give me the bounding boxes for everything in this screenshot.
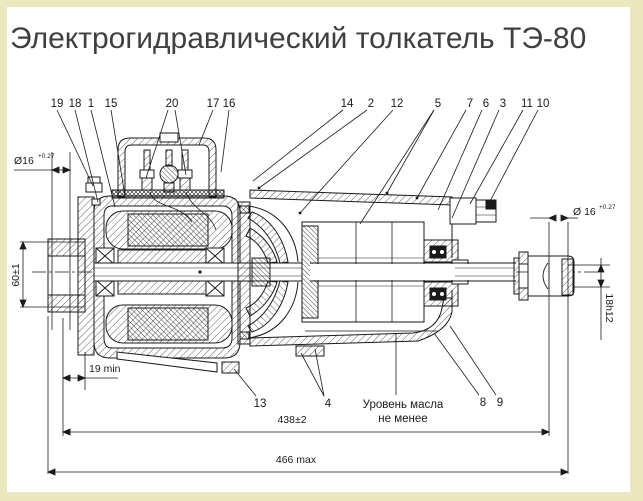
dim-dia-left: Ø16 bbox=[14, 155, 34, 167]
left-clevis bbox=[47, 238, 86, 313]
callout-4: 4 bbox=[325, 398, 332, 410]
motor-shaft bbox=[93, 262, 311, 282]
callout-19: 19 bbox=[51, 98, 64, 110]
page-title: Электрогидравлический толкатель ТЭ-80 bbox=[10, 22, 587, 55]
callout-16: 16 bbox=[223, 98, 236, 110]
callout-8: 8 bbox=[480, 397, 486, 409]
callout-labels: 19 18 1 15 20 17 16 14 2 12 5 7 6 3 11 1… bbox=[51, 98, 550, 410]
callout-14: 14 bbox=[341, 98, 354, 110]
dim-rod-eye-width: 18h12 bbox=[603, 293, 615, 322]
callout-13: 13 bbox=[254, 398, 267, 410]
dim-dia-left-tol: +0.27 bbox=[38, 153, 55, 160]
callout-15: 15 bbox=[105, 98, 118, 110]
oil-tank bbox=[249, 189, 497, 347]
callout-20: 20 bbox=[166, 98, 179, 110]
callout-12: 12 bbox=[391, 98, 404, 110]
callout-2: 2 bbox=[368, 98, 374, 110]
left-mount-plate bbox=[77, 196, 95, 356]
dimension-lines bbox=[14, 152, 610, 476]
rod-clevis bbox=[513, 251, 575, 301]
callout-18: 18 bbox=[69, 98, 82, 110]
callout-10: 10 bbox=[537, 98, 550, 110]
filler-plug bbox=[449, 197, 497, 225]
bearings bbox=[95, 247, 225, 297]
callout-5: 5 bbox=[435, 98, 441, 110]
callout-17: 17 bbox=[207, 98, 220, 110]
oil-level-text-1: Уровень масла bbox=[363, 399, 444, 411]
dim-length-overall: 466 max bbox=[276, 454, 317, 466]
push-rod bbox=[310, 262, 516, 282]
oil-level-text-2: не менее bbox=[378, 413, 427, 425]
impeller-section bbox=[237, 201, 325, 357]
machine-section bbox=[32, 132, 600, 374]
dimension-labels: Ø16 +0.27 60±1 19 min 438±2 466 max Ø 16… bbox=[10, 153, 616, 466]
dim-height-left: 60±1 bbox=[10, 263, 22, 286]
callout-3: 3 bbox=[500, 98, 506, 110]
stator bbox=[105, 210, 233, 344]
dim-length-inner: 438±2 bbox=[277, 414, 306, 426]
oil-level-annotation: Уровень масла не менее bbox=[363, 399, 444, 425]
callout-6: 6 bbox=[483, 98, 489, 110]
callout-11: 11 bbox=[521, 98, 533, 110]
callout-9: 9 bbox=[497, 397, 503, 409]
dim-min-gap: 19 min bbox=[89, 363, 121, 375]
dim-dia-right-tol: +0.27 bbox=[599, 204, 616, 211]
callout-7: 7 bbox=[467, 98, 473, 110]
dim-dia-right: Ø 16 bbox=[573, 206, 596, 218]
callout-leaders bbox=[56, 109, 539, 397]
cable-gland bbox=[159, 149, 179, 193]
callout-1: 1 bbox=[88, 98, 94, 110]
